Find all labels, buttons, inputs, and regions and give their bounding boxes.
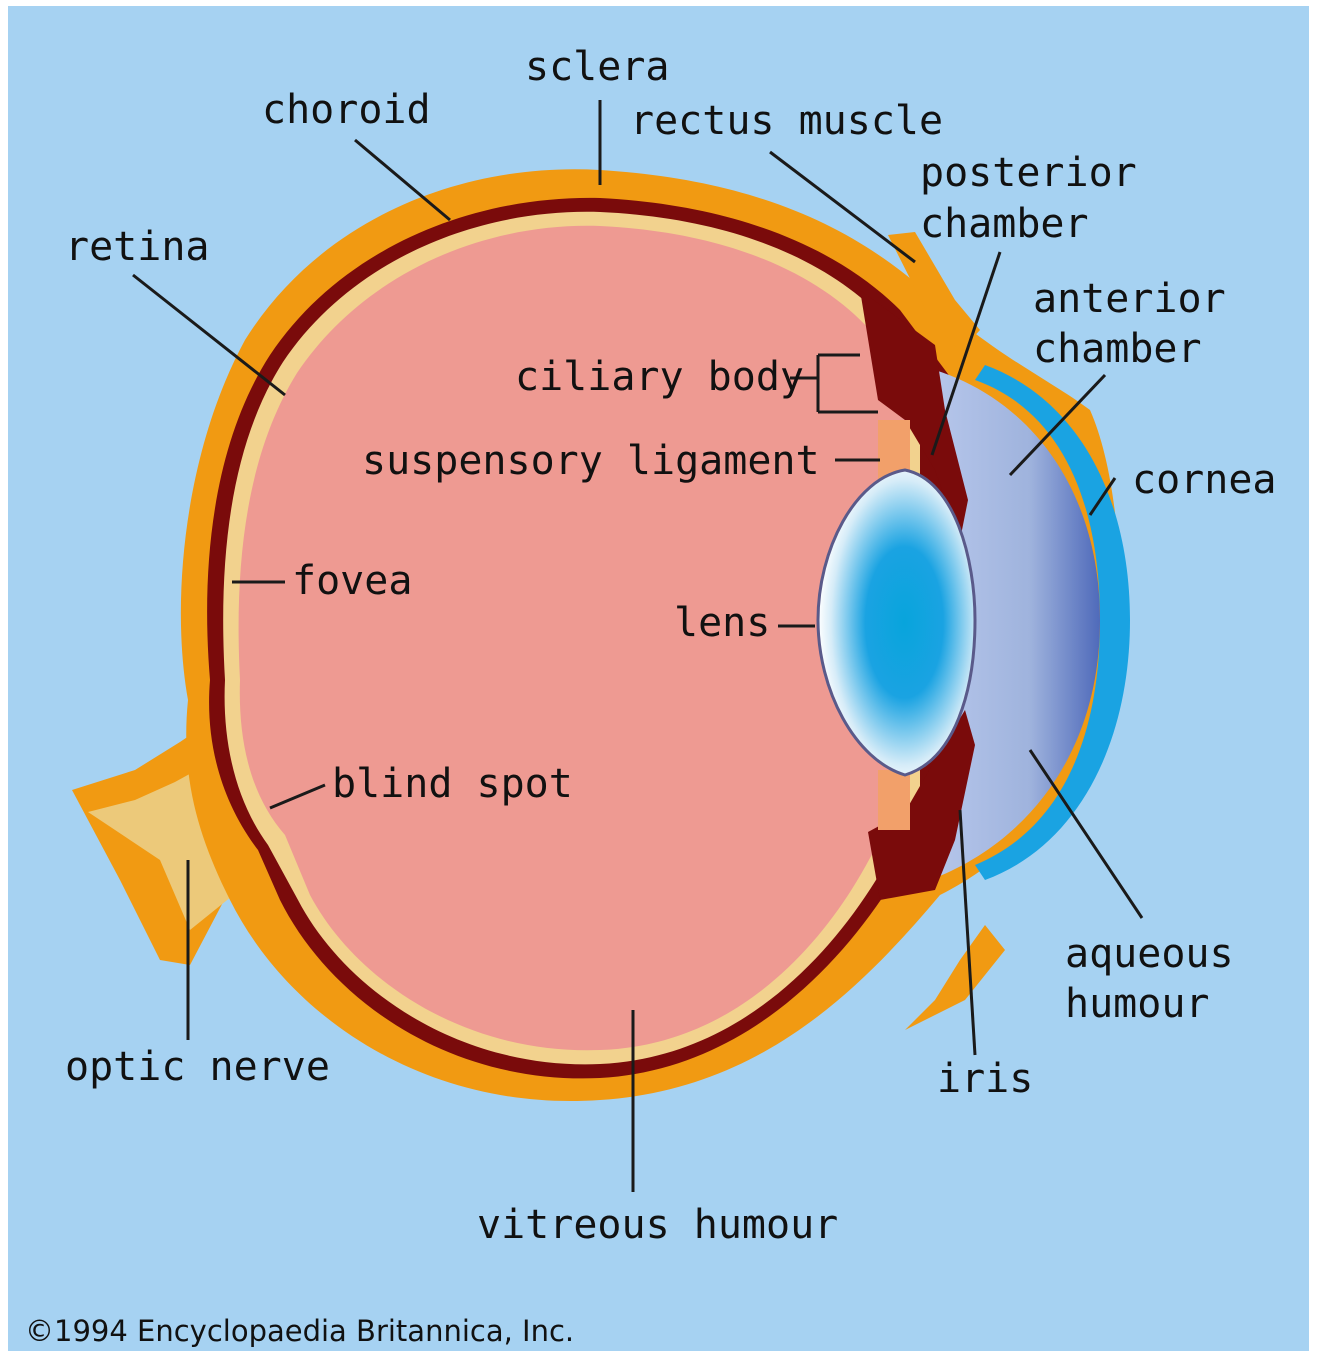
label-vitreous-humour: vitreous humour [477, 1202, 838, 1248]
label-posterior-chamber-line2: chamber [920, 201, 1089, 247]
label-ciliary-body: ciliary body [515, 354, 804, 400]
label-cornea: cornea [1132, 457, 1277, 503]
label-blind-spot: blind spot [332, 761, 573, 807]
label-suspensory-ligament: suspensory ligament [362, 438, 820, 484]
copyright-notice: ©1994 Encyclopaedia Britannica, Inc. [25, 1314, 574, 1348]
label-lens: lens [674, 600, 770, 646]
label-retina: retina [65, 224, 210, 270]
label-aqueous-humour-line2: humour [1065, 981, 1210, 1027]
right-frame-strip [1309, 0, 1317, 1357]
label-optic-nerve: optic nerve [65, 1044, 330, 1090]
label-sclera: sclera [525, 44, 670, 90]
vitreous-humour-shape [239, 226, 905, 1050]
label-aqueous-humour-line1: aqueous [1065, 931, 1234, 977]
label-anterior-chamber-line2: chamber [1033, 326, 1202, 372]
label-fovea: fovea [292, 558, 412, 604]
label-posterior-chamber-line1: posterior [920, 150, 1137, 196]
label-rectus-muscle: rectus muscle [630, 98, 943, 144]
suspensory-ligament-lower [878, 770, 910, 830]
label-iris: iris [937, 1056, 1033, 1102]
label-anterior-chamber-line1: anterior [1033, 276, 1226, 322]
label-choroid: choroid [262, 87, 431, 133]
